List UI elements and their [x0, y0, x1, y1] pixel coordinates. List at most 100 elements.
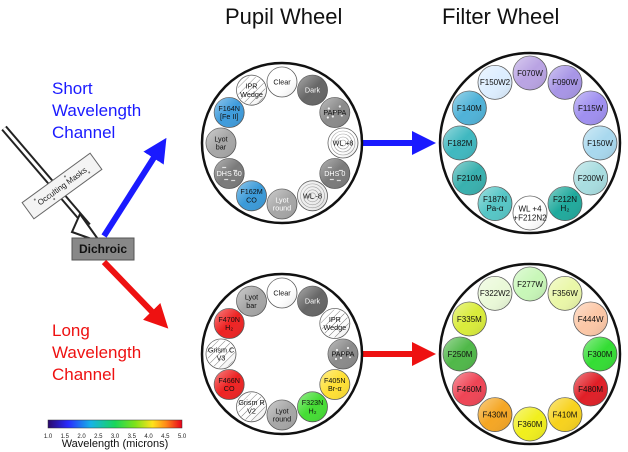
- slot-label: F250M: [448, 350, 473, 359]
- slot-label: F300M: [588, 350, 613, 359]
- wheel-slot: DHS 60: [213, 158, 245, 189]
- slot-shading: [478, 276, 512, 311]
- slot-shading: [452, 302, 487, 336]
- short-channel-arrow: [101, 137, 167, 238]
- slot-shading: [573, 302, 608, 336]
- dichroic-box: Dichroic: [71, 237, 135, 261]
- slot-shading: [214, 97, 245, 128]
- colorbar-tick-label: 3.5: [128, 434, 137, 440]
- slot-shading: [206, 128, 236, 158]
- slot-label: Grism C: [208, 345, 234, 354]
- slot-label: F466N: [218, 376, 240, 385]
- slot-label: F356W: [552, 289, 578, 298]
- slot-label: round: [273, 415, 291, 424]
- wheel-slot: F140M: [451, 90, 487, 126]
- slot-label: Lyot: [275, 195, 288, 204]
- slot-label: F405N: [324, 376, 346, 385]
- long-line-1: Long: [52, 321, 90, 340]
- dichroic-label: Dichroic: [79, 242, 127, 256]
- slot-label: F187N: [483, 195, 507, 204]
- slot-label: F480M: [578, 385, 603, 394]
- slot-label: Dark: [305, 297, 321, 306]
- slot-shading: [214, 158, 245, 189]
- lw-pupil-wheel: ClearDarkIPRWedgePAPPAF405NBr-αF323NH₂Ly…: [200, 272, 364, 436]
- slot-shading: [583, 337, 617, 371]
- slot-label: F210M: [457, 174, 482, 183]
- wheel-slot: F250M: [442, 336, 478, 372]
- slot-shading: [573, 91, 608, 125]
- slot-shading: [328, 339, 358, 369]
- slot-shading: [573, 161, 608, 195]
- slot-shading: [478, 65, 512, 100]
- slot-label: WL -8: [303, 191, 322, 200]
- slot-shading: [443, 126, 477, 160]
- slot-shading: [548, 65, 582, 100]
- colorbar-tick-label: 3.0: [111, 434, 120, 440]
- slot-label: Lyot: [275, 406, 288, 415]
- slot-label: Clear: [273, 289, 291, 298]
- slot-label: F140M: [457, 104, 482, 113]
- slot-label: F150W2: [480, 78, 511, 87]
- wheel-slot: F335M: [451, 301, 487, 337]
- colorbar-tick-label: 4.0: [144, 434, 153, 440]
- wheel-slot: F210M: [451, 160, 487, 196]
- slot-label: [Fe II]: [220, 112, 238, 121]
- slot-shading: [297, 286, 328, 317]
- short-wavelength-label: Short Wavelength Channel: [52, 78, 141, 144]
- slot-label: WL +4: [518, 204, 542, 213]
- colorbar-tick-label: 5.0: [178, 434, 187, 440]
- slot-shading: [583, 126, 617, 160]
- slot-shading: [297, 180, 328, 211]
- wheel-slot: F150W2: [477, 64, 513, 100]
- slot-label: Clear: [273, 78, 291, 87]
- wheel-slot: F430M: [477, 397, 513, 433]
- slot-label: Dark: [305, 86, 321, 95]
- wheel-slot: PAPPA: [319, 97, 351, 128]
- colorbar-tick-label: 2.0: [77, 434, 86, 440]
- wheel-slot: F182M: [442, 125, 478, 161]
- wheel-slot: DHS 0: [319, 158, 351, 189]
- slot-label: F460M: [457, 385, 482, 394]
- slot-shading: [236, 391, 267, 422]
- slot-label: F444W: [578, 315, 604, 324]
- short-line-2: Wavelength: [52, 101, 142, 120]
- long-channel-arrow: [101, 259, 169, 329]
- wheel-slot: F200W: [573, 160, 609, 196]
- slot-shading: [513, 407, 547, 441]
- slot-shading: [319, 158, 350, 189]
- wheel-outline: [438, 51, 622, 235]
- slot-label: F470N: [218, 315, 240, 324]
- slot-label: F150W: [587, 139, 613, 148]
- wheel-slot: PAPPA: [327, 338, 359, 370]
- slot-label: Grism R: [238, 398, 264, 407]
- slot-label: F322W2: [480, 289, 511, 298]
- wheel-slot: Grism CV3: [205, 338, 237, 370]
- slot-shading: [319, 97, 350, 128]
- slot-label: CO: [246, 195, 257, 204]
- filter-wheel-title: Filter Wheel: [442, 4, 560, 29]
- slot-shading: [548, 276, 582, 311]
- wheel-outline: [200, 272, 364, 436]
- slot-label: H₂: [561, 204, 570, 213]
- wheel-slot: F070W: [512, 55, 548, 91]
- slot-shading: [214, 308, 245, 339]
- slot-shading: [267, 400, 297, 430]
- slot-label: F335M: [457, 315, 482, 324]
- slot-label: V3: [217, 354, 226, 363]
- slot-shading: [573, 372, 608, 406]
- slot-label: H₂: [225, 323, 233, 332]
- wheel-slot: F164N[Fe II]: [213, 97, 245, 128]
- slot-shading: [236, 286, 267, 317]
- slot-label: Lyot: [214, 134, 227, 143]
- slot-label: Wedge: [323, 323, 346, 332]
- slot-shading: [206, 339, 236, 369]
